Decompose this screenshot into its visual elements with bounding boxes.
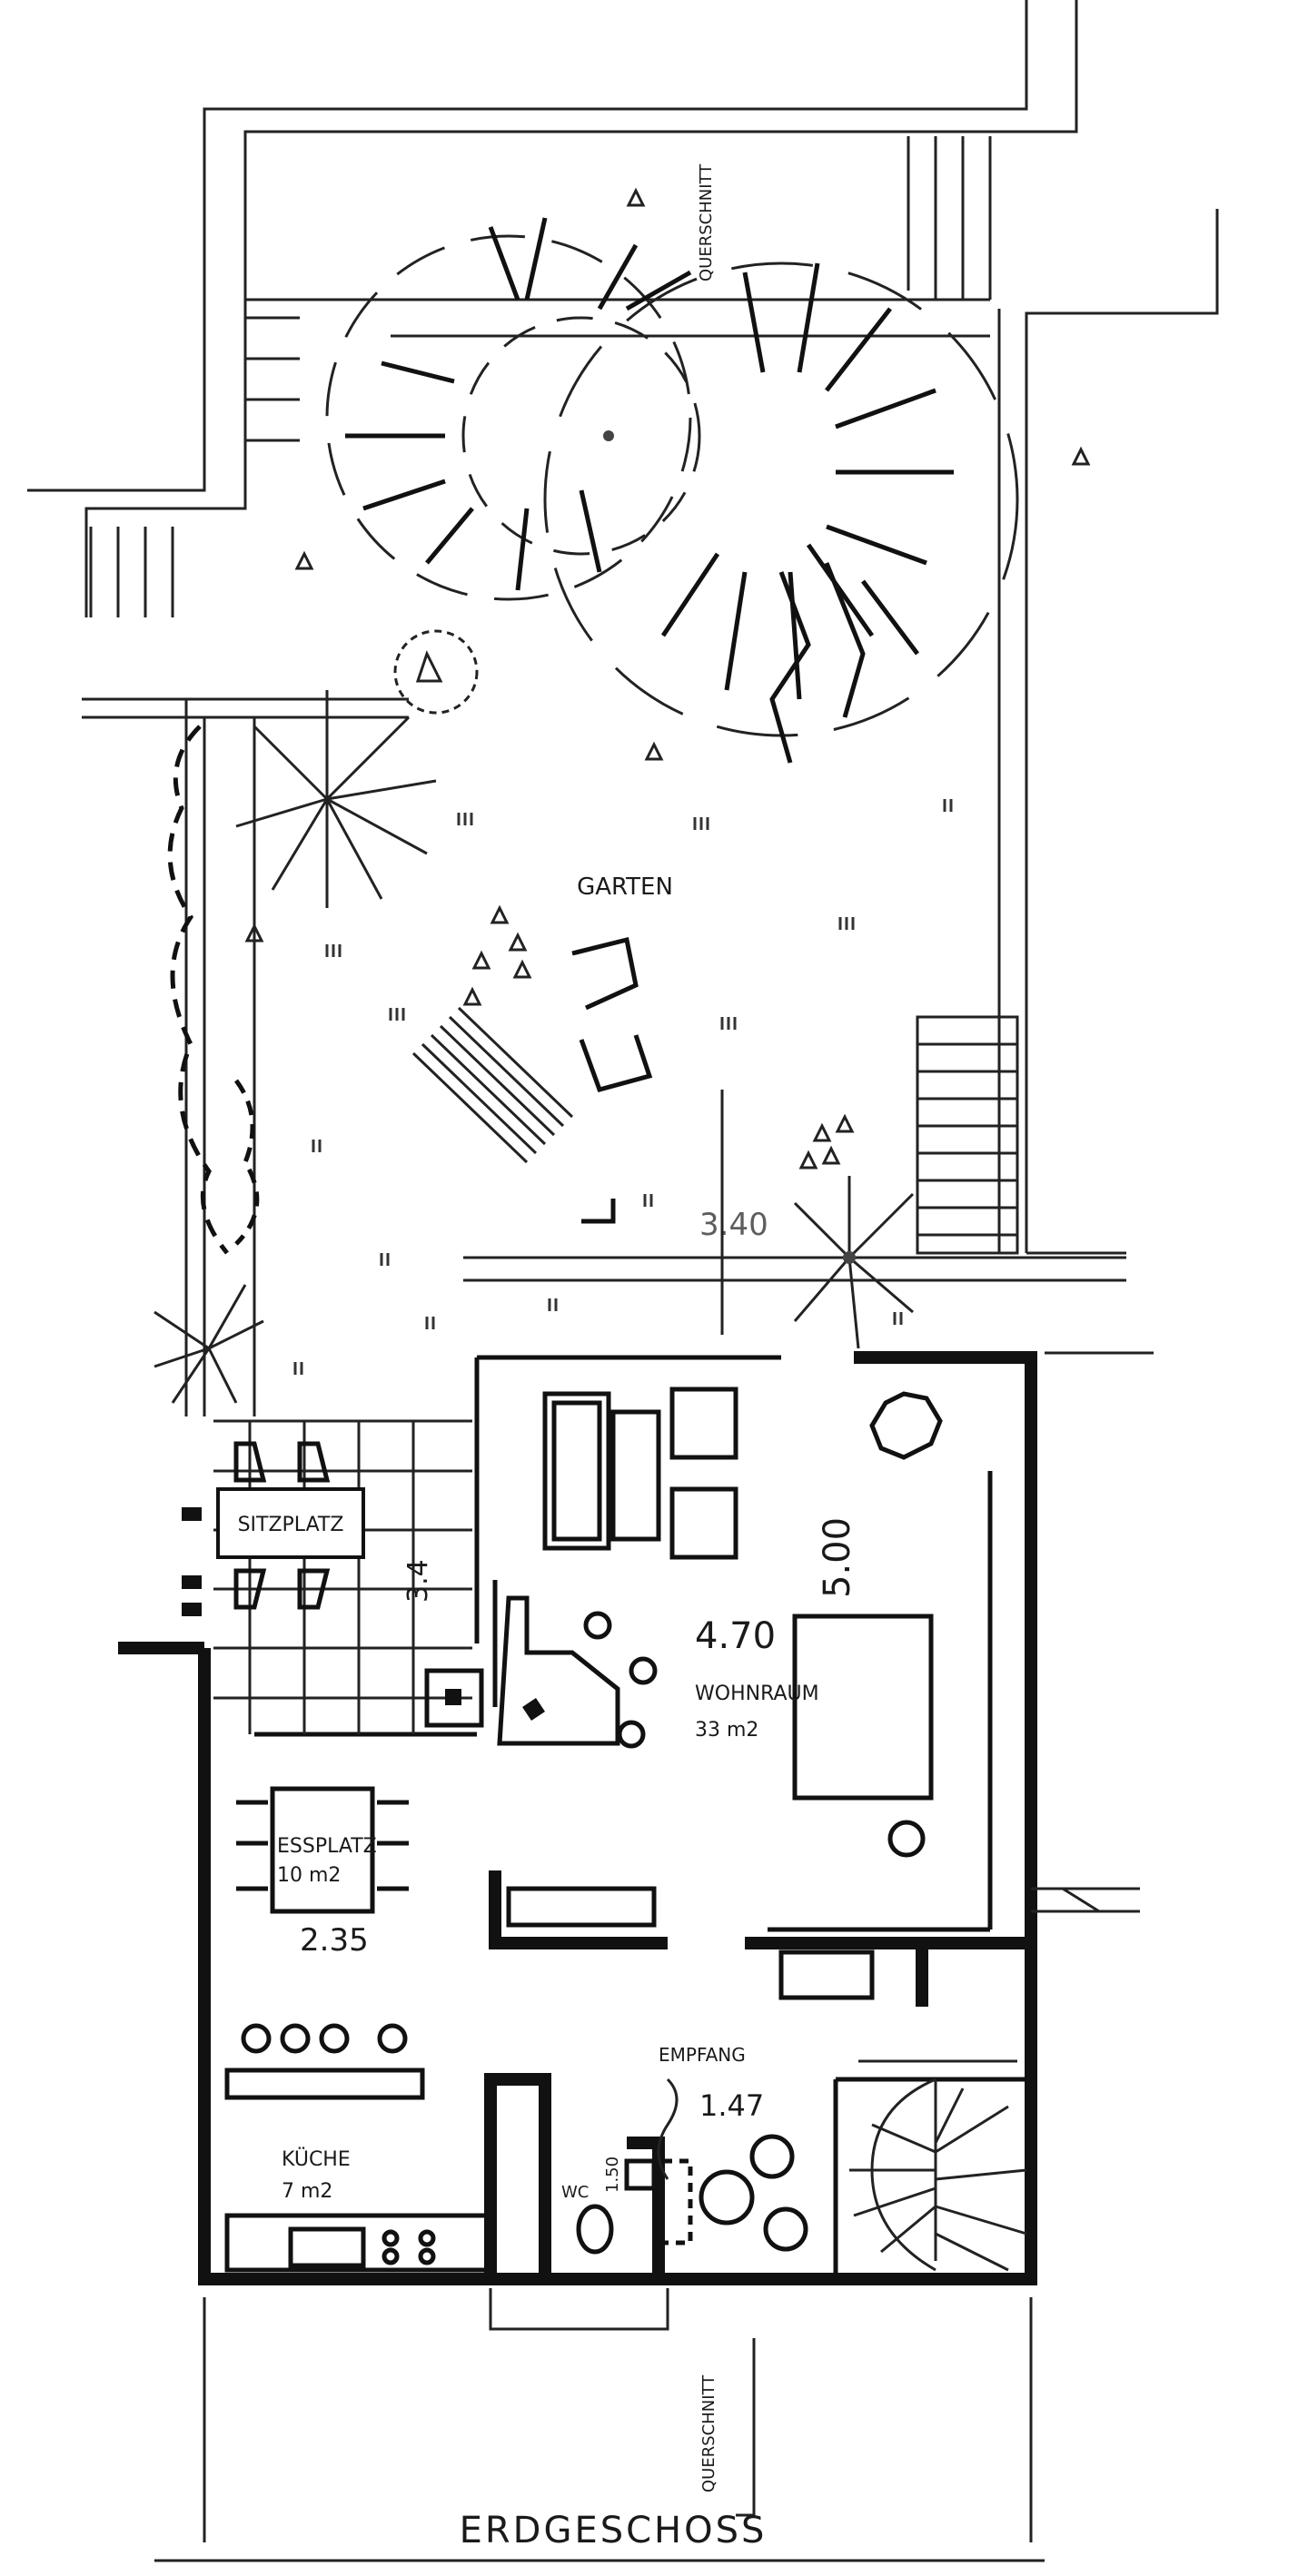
garden-plants	[244, 187, 1091, 1170]
wohnraum-label: WOHNRAUM	[695, 1683, 819, 1705]
garden-level-label: 3.40	[699, 1207, 768, 1243]
garden-grass-marks	[293, 799, 953, 1375]
garten-label: GARTEN	[577, 873, 673, 901]
staircase	[836, 2059, 1031, 2272]
site-boundary-lines	[27, 0, 1219, 1416]
tree-right-garden	[768, 1176, 931, 1349]
sitzplatz-paving	[213, 1419, 472, 1734]
empfang-width: 1.47	[699, 2088, 764, 2123]
essplatz-area: 10 m2	[277, 1864, 341, 1887]
querschnitt-label-bottom: QUERSCHNITT	[699, 2374, 718, 2492]
entrance-furniture	[657, 2078, 808, 2252]
tree-large-top	[325, 217, 1019, 764]
tree-left-garden	[235, 629, 479, 908]
kitchen-fixtures	[224, 2023, 493, 2273]
essplatz-width: 2.35	[300, 1922, 369, 1959]
essplatz-label: ESSPLATZ	[277, 1835, 377, 1858]
front-frontage	[154, 1887, 1140, 2562]
wohnraum-area: 33 m2	[695, 1719, 758, 1742]
sitzplatz-label: SITZPLATZ	[238, 1514, 344, 1536]
wohnraum-width: 4.70	[695, 1615, 776, 1657]
kueche-area: 7 m2	[282, 2180, 332, 2203]
sitzplatz-dimension: 3.4	[402, 1559, 434, 1603]
sitzplatz-table	[182, 1441, 365, 1616]
house-walls	[118, 1351, 1037, 2285]
empfang-label: EMPFANG	[659, 2044, 746, 2066]
living-room-furniture	[424, 1387, 943, 2000]
dining-table	[236, 1786, 409, 1914]
wohnraum-length: 5.00	[817, 1517, 858, 1598]
wc-dimension: 1.50	[603, 2157, 622, 2193]
querschnitt-label-top: QUERSCHNITT	[697, 163, 716, 281]
garden-chairs	[571, 936, 653, 1224]
garden-bench-hatched	[411, 1006, 574, 1164]
wc-fixtures	[576, 2158, 693, 2255]
floor-title: ERDGESCHOSS	[460, 2510, 768, 2551]
kueche-label: KÜCHE	[282, 2147, 351, 2171]
tree-near-house	[154, 725, 264, 1404]
wc-label: WC	[561, 2183, 589, 2202]
